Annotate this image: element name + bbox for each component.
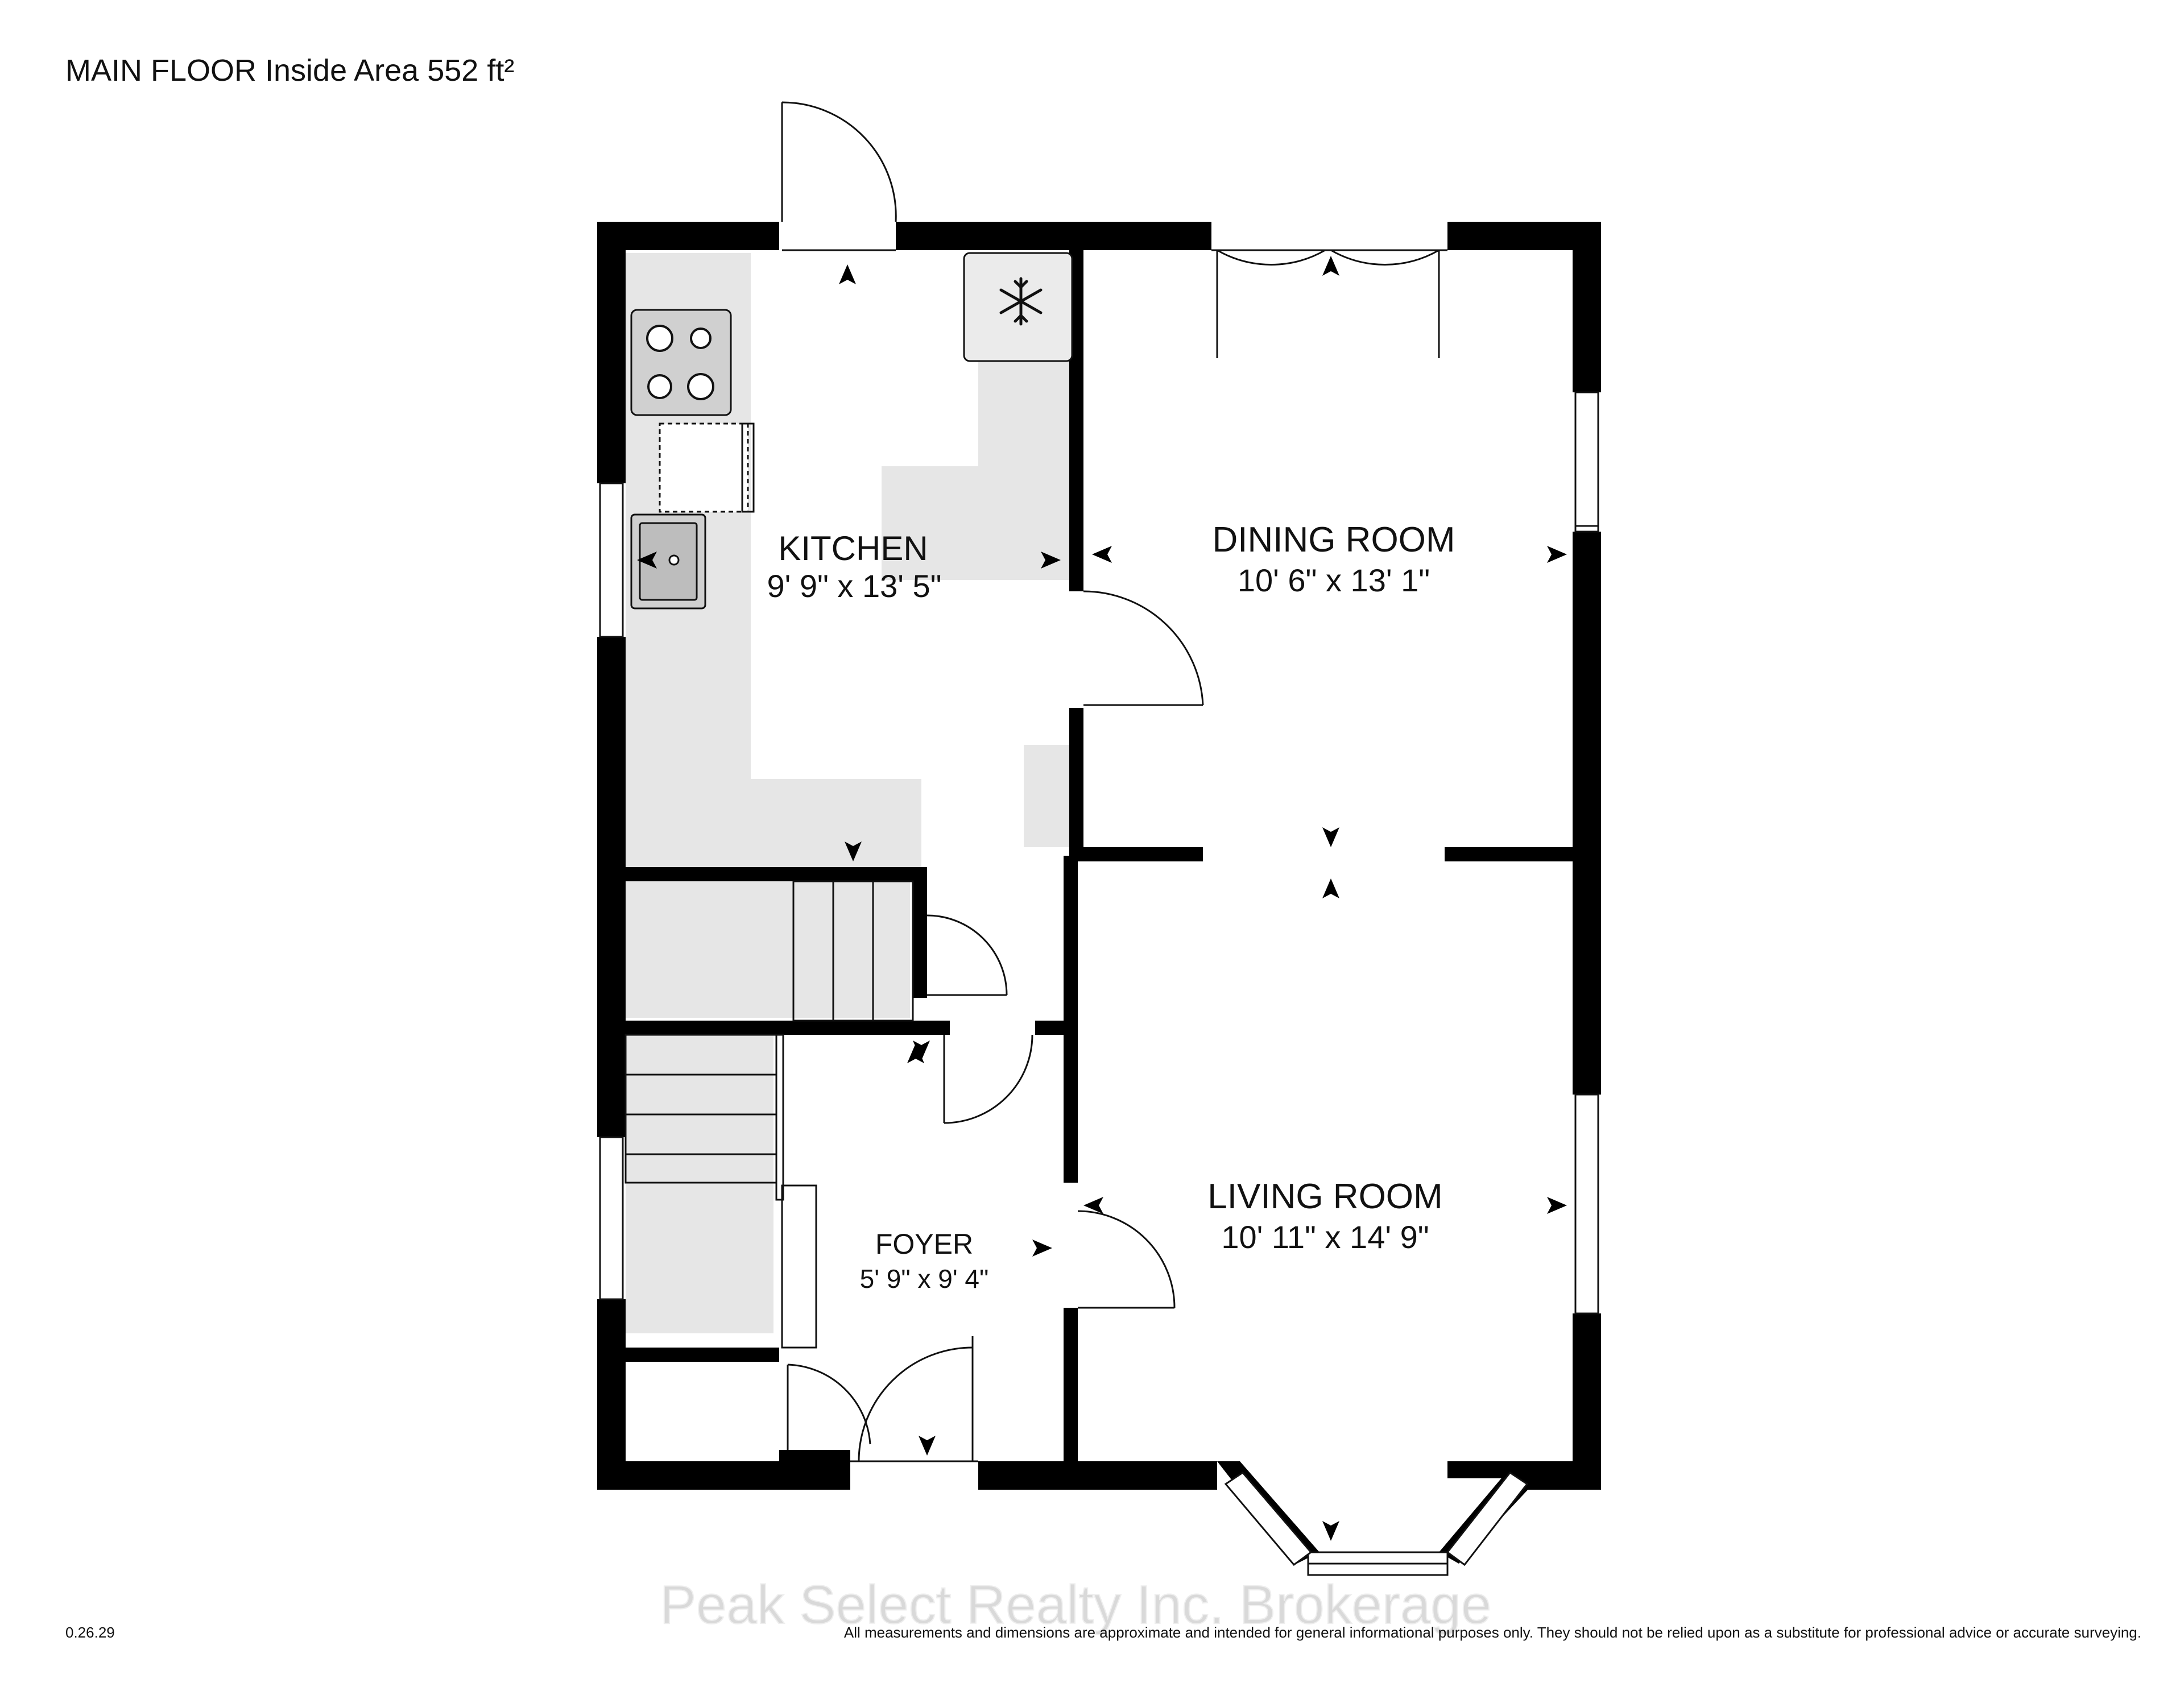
- version-label: 0.26.29: [65, 1624, 115, 1641]
- room-label-living: LIVING ROOM 10' 11" x 14' 9": [1207, 1177, 1442, 1255]
- fridge: [963, 252, 1073, 362]
- snowflake-icon: [999, 277, 1043, 326]
- stove-icon: [630, 309, 732, 416]
- room-dims: 9' 9" x 13' 5": [767, 568, 941, 604]
- brokerage-watermark: Peak Select Realty Inc. Brokerage: [660, 1574, 1491, 1635]
- windows: [599, 391, 1599, 1315]
- room-label-foyer: FOYER 5' 9" x 9' 4": [860, 1228, 989, 1294]
- sink-icon: [630, 513, 706, 610]
- room-name: KITCHEN: [778, 529, 928, 567]
- room-dims: 10' 11" x 14' 9": [1221, 1219, 1429, 1255]
- disclaimer: All measurements and dimensions are appr…: [844, 1624, 2141, 1641]
- room-label-kitchen: KITCHEN 9' 9" x 13' 5": [767, 529, 941, 604]
- doors: [781, 101, 1447, 1462]
- room-name: LIVING ROOM: [1207, 1177, 1442, 1216]
- room-dims: 5' 9" x 9' 4": [860, 1264, 989, 1294]
- room-dims: 10' 6" x 13' 1": [1238, 562, 1430, 598]
- floor-title: MAIN FLOOR Inside Area 552 ft²: [65, 53, 514, 88]
- counter-dishwasher: [659, 422, 755, 513]
- arrow-icon: [637, 256, 1567, 1541]
- room-name: DINING ROOM: [1212, 520, 1455, 559]
- room-label-dining: DINING ROOM 10' 6" x 13' 1": [1212, 520, 1455, 598]
- room-name: FOYER: [875, 1228, 973, 1260]
- stairs: [624, 880, 914, 1349]
- bay-window: [1217, 1461, 1538, 1576]
- exterior-walls: [597, 222, 1601, 1490]
